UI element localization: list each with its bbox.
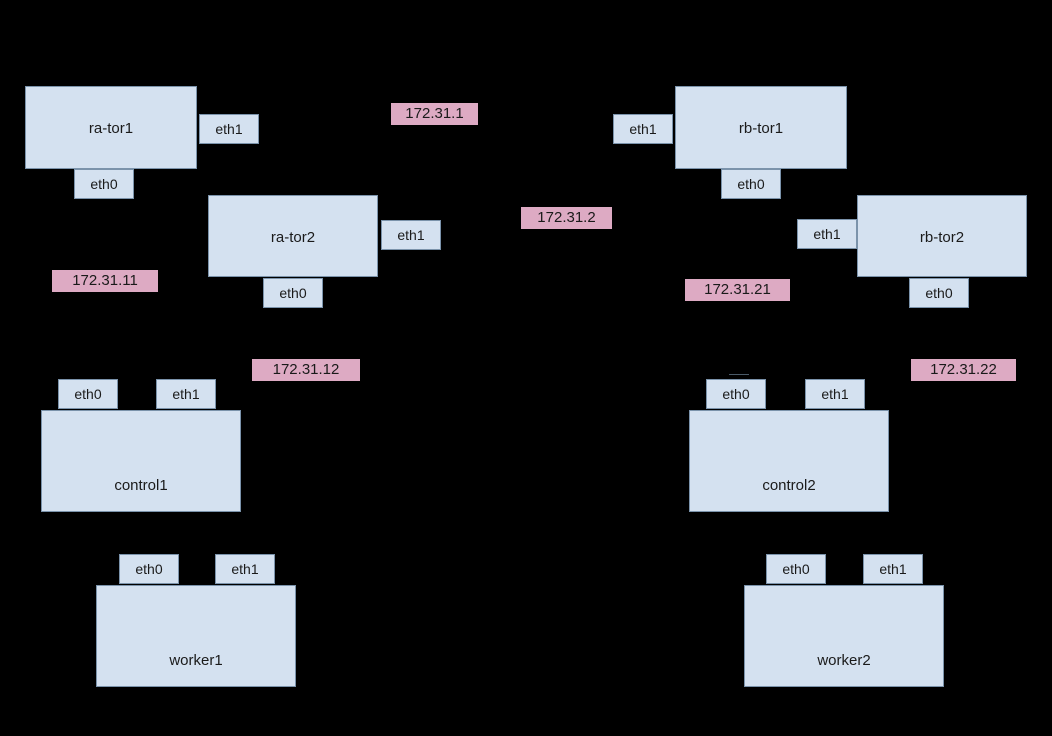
- interface-tag-rb-tor2-eth0[interactable]: eth0: [909, 278, 969, 308]
- interface-tag-worker2-eth0[interactable]: eth0: [766, 554, 826, 584]
- node-box-control1[interactable]: control1: [41, 410, 241, 512]
- node-label-worker1: worker1: [169, 652, 223, 669]
- node-label-rb-tor1: rb-tor1: [738, 120, 784, 137]
- interface-tag-rb-tor1-eth0[interactable]: eth0: [721, 169, 781, 199]
- interface-tag-ra-tor2-eth0[interactable]: eth0: [263, 278, 323, 308]
- node-label-control2: control2: [762, 477, 816, 494]
- interface-tag-rb-tor2-eth1[interactable]: eth1: [797, 219, 857, 249]
- node-label-ra-tor1: ra-tor1: [88, 120, 134, 137]
- interface-tag-control2-eth1[interactable]: eth1: [805, 379, 865, 409]
- subnet-label-subnet-172-31-22: 172.31.22: [911, 359, 1016, 381]
- node-box-ra-tor2[interactable]: ra-tor2: [208, 195, 378, 277]
- subnet-label-subnet-172-31-21: 172.31.21: [685, 279, 790, 301]
- node-label-control1: control1: [114, 477, 168, 494]
- node-box-worker2[interactable]: worker2: [744, 585, 944, 687]
- interface-tag-ra-tor2-eth1[interactable]: eth1: [381, 220, 441, 250]
- interface-tag-worker1-eth0[interactable]: eth0: [119, 554, 179, 584]
- node-box-rb-tor2[interactable]: rb-tor2: [857, 195, 1027, 277]
- node-label-worker2: worker2: [817, 652, 871, 669]
- interface-tag-control1-eth1[interactable]: eth1: [156, 379, 216, 409]
- interface-tag-ra-tor1-eth1[interactable]: eth1: [199, 114, 259, 144]
- node-box-worker1[interactable]: worker1: [96, 585, 296, 687]
- interface-tag-ra-tor1-eth0[interactable]: eth0: [74, 169, 134, 199]
- subnet-label-subnet-172-31-2: 172.31.2: [521, 207, 612, 229]
- connector-stub-stub-control2-eth0: [729, 374, 749, 375]
- subnet-label-subnet-172-31-1: 172.31.1: [391, 103, 478, 125]
- subnet-label-subnet-172-31-11: 172.31.11: [52, 270, 158, 292]
- interface-tag-control1-eth0[interactable]: eth0: [58, 379, 118, 409]
- interface-tag-worker2-eth1[interactable]: eth1: [863, 554, 923, 584]
- interface-tag-worker1-eth1[interactable]: eth1: [215, 554, 275, 584]
- node-label-ra-tor2: ra-tor2: [270, 229, 316, 246]
- subnet-label-subnet-172-31-12: 172.31.12: [252, 359, 360, 381]
- interface-tag-control2-eth0[interactable]: eth0: [706, 379, 766, 409]
- node-box-rb-tor1[interactable]: rb-tor1: [675, 86, 847, 169]
- interface-tag-rb-tor1-eth1[interactable]: eth1: [613, 114, 673, 144]
- node-box-ra-tor1[interactable]: ra-tor1: [25, 86, 197, 169]
- node-box-control2[interactable]: control2: [689, 410, 889, 512]
- node-label-rb-tor2: rb-tor2: [919, 229, 965, 246]
